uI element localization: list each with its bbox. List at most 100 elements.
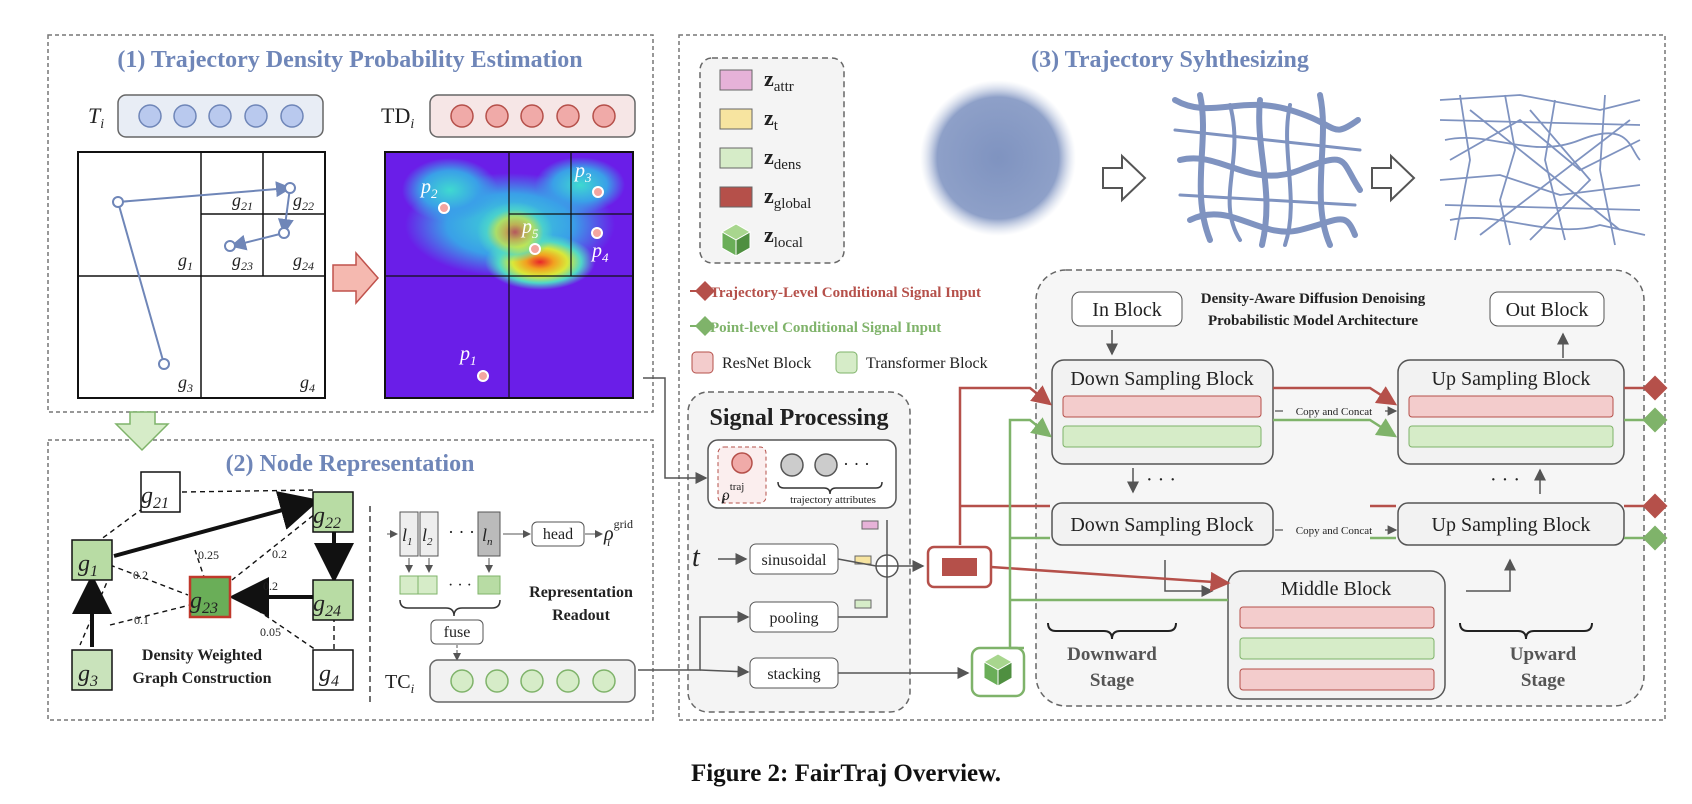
section1-title: (1) Trajectory Density Probability Estim… bbox=[117, 47, 582, 73]
grid-label-g1: g1 bbox=[178, 250, 193, 273]
arrow-icon bbox=[1102, 153, 1147, 203]
legend-z-t: zt bbox=[764, 105, 779, 134]
layer-dots: · · · bbox=[448, 577, 472, 594]
label-bg bbox=[1283, 521, 1385, 537]
pooling-label: pooling bbox=[770, 610, 819, 627]
rho-traj-point bbox=[731, 452, 753, 474]
tdi-points bbox=[450, 104, 616, 128]
legend-swatch-dens bbox=[719, 147, 753, 169]
ti-label: Ti bbox=[88, 103, 104, 132]
upward-label: Upward bbox=[1510, 644, 1577, 665]
point-label-p5: p5 bbox=[520, 216, 539, 241]
traj-level-label: Trajectory-Level Conditional Signal Inpu… bbox=[710, 285, 981, 301]
traj-attrs-label: trajectory attributes bbox=[790, 494, 876, 506]
weight-label: 0.25 bbox=[198, 548, 219, 562]
transformer-layer bbox=[1062, 425, 1262, 448]
resnet-layer bbox=[1239, 606, 1435, 629]
t-symbol: t bbox=[692, 542, 701, 573]
graph-caption: Density Weighted bbox=[142, 647, 262, 664]
readout-caption: Readout bbox=[552, 607, 610, 624]
down-dots: · · · bbox=[1146, 469, 1176, 491]
cube-icon bbox=[982, 653, 1014, 687]
resnet-layer bbox=[1408, 395, 1614, 418]
up-block-1-label: Up Sampling Block bbox=[1432, 368, 1591, 390]
stacking-label: stacking bbox=[767, 666, 820, 683]
brace bbox=[777, 481, 883, 495]
node-g3: g3 bbox=[78, 661, 98, 690]
arch-title: Density-Aware Diffusion Denoising bbox=[1201, 291, 1426, 307]
node-g21: g21 bbox=[141, 483, 169, 512]
node-g1: g1 bbox=[78, 551, 98, 580]
weight-label: 0.2 bbox=[133, 568, 148, 582]
intermediate-trajectories bbox=[1172, 92, 1363, 248]
attr-dots: · · · bbox=[843, 454, 870, 474]
up-dots: · · · bbox=[1490, 469, 1520, 491]
grid-label-g21: g21 bbox=[232, 190, 253, 213]
layer-l2: l2 bbox=[422, 525, 433, 548]
layer-l1: l1 bbox=[402, 525, 413, 548]
noise-distribution bbox=[920, 80, 1076, 236]
density-heatmap bbox=[384, 151, 634, 399]
ti-points bbox=[138, 104, 304, 128]
layer-ln: ln bbox=[482, 525, 493, 548]
grid-label-g24: g24 bbox=[293, 250, 314, 273]
cube-icon bbox=[720, 223, 752, 257]
weight-label: 0.1 bbox=[134, 613, 149, 627]
grid-label-g23: g23 bbox=[232, 250, 253, 273]
node-g4: g4 bbox=[319, 661, 339, 690]
head-block: head bbox=[543, 526, 573, 543]
weight-label: 0.2 bbox=[263, 579, 278, 593]
section3-title: (3) Trajectory Syhthesizing bbox=[1031, 47, 1309, 73]
legend-z-dens: zdens bbox=[764, 144, 801, 173]
legend-swatch-attr bbox=[719, 69, 753, 91]
attr-embedding bbox=[861, 520, 879, 530]
down-arrow-icon bbox=[114, 411, 170, 452]
in-block bbox=[1071, 291, 1183, 327]
fuse-block: fuse bbox=[444, 624, 471, 641]
section3-frame bbox=[678, 34, 1666, 721]
attr-points bbox=[780, 453, 838, 477]
middle-block bbox=[1227, 570, 1446, 700]
transformer-layer bbox=[1408, 425, 1614, 448]
down-block-2-label: Down Sampling Block bbox=[1070, 514, 1253, 536]
figure-caption: Figure 2: FairTraj Overview. bbox=[690, 760, 1002, 787]
arch-title: Probabilistic Model Architecture bbox=[1208, 313, 1418, 329]
resnet-swatch bbox=[691, 351, 714, 374]
upward-label: Stage bbox=[1521, 670, 1565, 691]
point-level-label: Point-level Conditional Signal Input bbox=[710, 320, 941, 336]
connector bbox=[1466, 558, 1516, 592]
sinusoidal-label: sinusoidal bbox=[762, 552, 827, 569]
legend-swatch-t bbox=[719, 108, 753, 130]
out-block bbox=[1489, 291, 1605, 327]
density-arrow-icon bbox=[332, 251, 379, 305]
resnet-layer bbox=[1239, 668, 1435, 691]
section2-title: (2) Node Representation bbox=[226, 451, 475, 477]
weight-label: 0.2 bbox=[272, 547, 287, 561]
point-label-p1: p1 bbox=[458, 343, 477, 368]
section1-frame bbox=[47, 34, 654, 413]
grid-label-g22: g22 bbox=[293, 190, 314, 213]
tdi-label: TDi bbox=[381, 103, 414, 132]
transformer-swatch bbox=[835, 351, 858, 374]
brace bbox=[1459, 622, 1593, 640]
figure-canvas: (1) Trajectory Density Probability Estim… bbox=[47, 34, 1668, 721]
out-block-label: Out Block bbox=[1506, 299, 1589, 321]
legend-swatch-global bbox=[719, 186, 753, 208]
copy-concat-label: Copy and Concat bbox=[1296, 525, 1372, 537]
downward-label: Downward bbox=[1067, 644, 1157, 665]
label-bg bbox=[1283, 402, 1385, 418]
up-block-2-label: Up Sampling Block bbox=[1432, 514, 1591, 536]
brace bbox=[1047, 622, 1177, 640]
point-label-p2: p2 bbox=[419, 176, 438, 201]
transformer-layer bbox=[1239, 637, 1435, 660]
downward-label: Stage bbox=[1090, 670, 1134, 691]
point-label-p4: p4 bbox=[590, 240, 609, 265]
rho-traj-box bbox=[717, 446, 767, 504]
resnet-label: ResNet Block bbox=[722, 355, 811, 372]
dens-embedding bbox=[854, 599, 872, 609]
legend-z-global: zglobal bbox=[764, 183, 811, 212]
legend-z-attr: zattr bbox=[764, 66, 794, 95]
node-g23: g23 bbox=[190, 588, 218, 617]
weight-label: 0.05 bbox=[260, 625, 281, 639]
